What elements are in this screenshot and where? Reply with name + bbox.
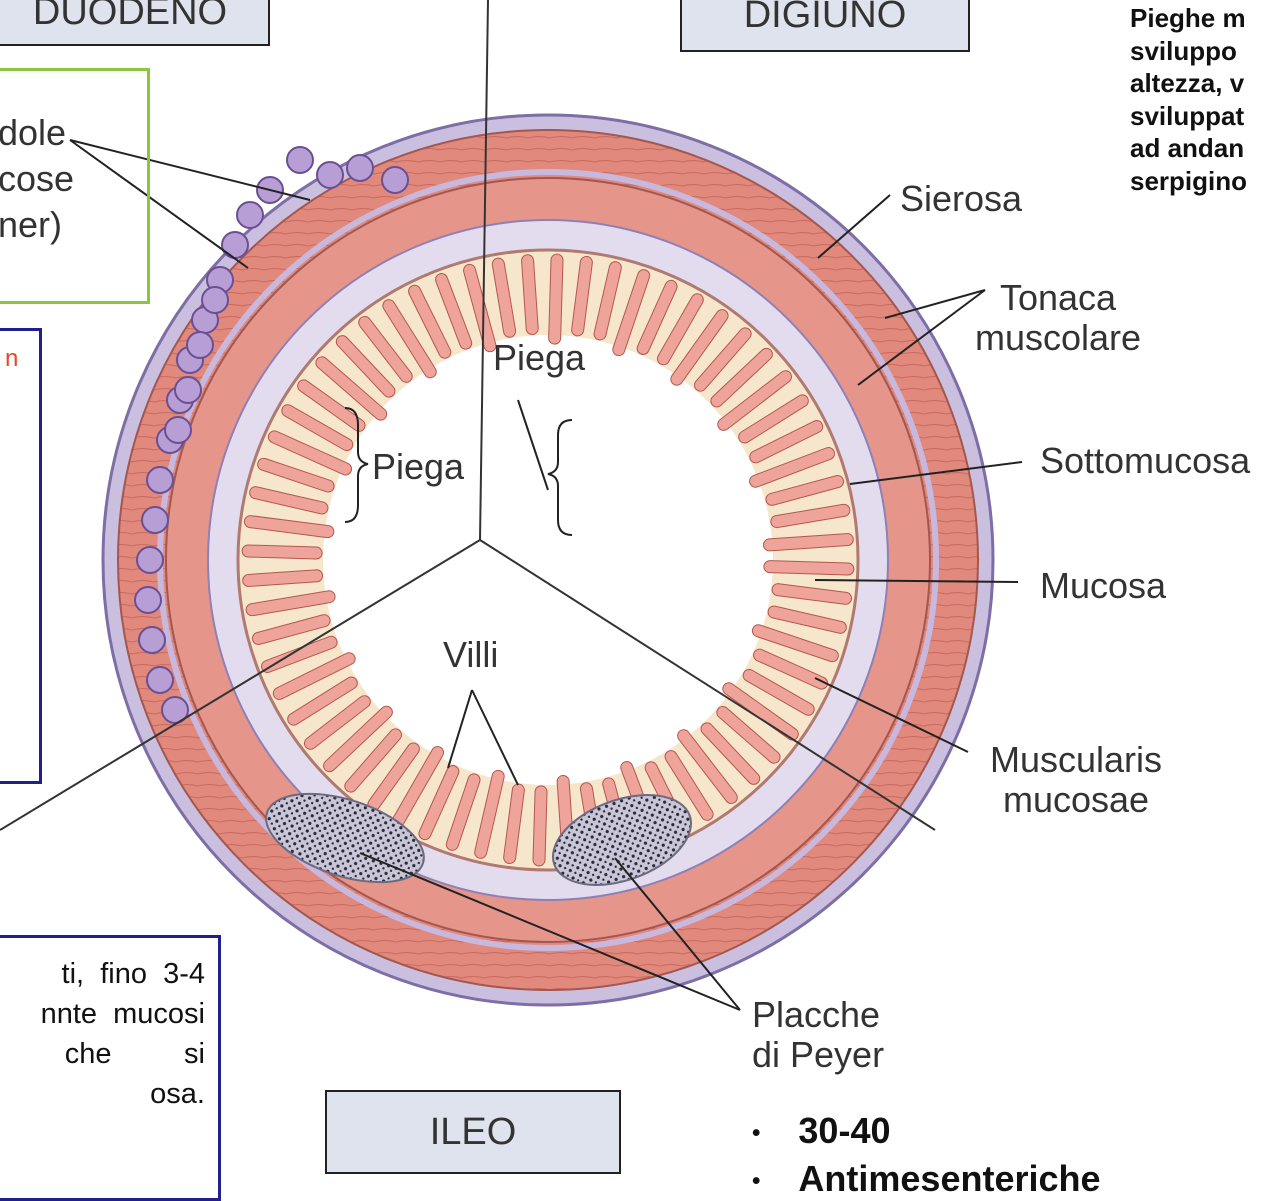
gland-acinus	[202, 287, 228, 313]
label-piega-left: Piega	[372, 446, 464, 488]
label-ghiandole-line1: dole	[0, 110, 74, 156]
top-note-line: altezza, v	[1130, 67, 1247, 100]
label-tonaca-line2: muscolare	[975, 318, 1141, 358]
segment-digiuno-box: DIGIUNO	[680, 0, 970, 52]
label-muscularis-line1: Muscularis	[990, 740, 1162, 780]
left-text-fragment: n	[5, 345, 18, 373]
bullet-1-text: 30-40	[798, 1110, 890, 1151]
left-text-box: n	[0, 328, 42, 784]
villus	[528, 261, 533, 329]
gland-acinus	[287, 147, 313, 173]
label-sottomucosa: Sottomucosa	[1040, 440, 1250, 482]
gland-acinus	[135, 587, 161, 613]
gland-acinus	[147, 667, 173, 693]
segment-duodeno-label: DUODENO	[33, 0, 227, 34]
label-piega-right: Piega	[493, 337, 585, 379]
top-note-line: ad andan	[1130, 132, 1247, 165]
gland-acinus	[382, 167, 408, 193]
villus	[770, 567, 848, 569]
bullet-1: • 30-40	[752, 1110, 890, 1152]
label-placche-line2: di Peyer	[752, 1035, 884, 1075]
label-placche: Placche di Peyer	[752, 995, 884, 1075]
gland-acinus	[237, 202, 263, 228]
top-note-line: sviluppo	[1130, 35, 1247, 68]
gland-acinus	[139, 627, 165, 653]
top-note-line: Pieghe m	[1130, 2, 1247, 35]
gland-acinus	[175, 377, 201, 403]
label-ghiandole: dole cose ner)	[0, 110, 74, 248]
label-sierosa: Sierosa	[900, 178, 1022, 220]
gland-acinus	[147, 467, 173, 493]
villus	[555, 260, 557, 338]
villus	[539, 792, 541, 860]
gland-acinus	[142, 507, 168, 533]
gland-acinus	[317, 162, 343, 188]
villus	[248, 551, 316, 553]
label-ghiandole-line2: cose	[0, 156, 74, 202]
segment-ileo-box: ILEO	[325, 1090, 621, 1174]
bottom-text-lines: ti, fino 3-4nnte mucosiche siosa.	[0, 954, 205, 1114]
gland-acinus	[137, 547, 163, 573]
top-note-line: sviluppat	[1130, 100, 1247, 133]
gland-acinus	[222, 232, 248, 258]
villus	[249, 576, 317, 581]
segment-digiuno-label: DIGIUNO	[744, 0, 907, 37]
label-muscularis: Muscularis mucosae	[990, 740, 1162, 820]
bullet-1-dot: •	[752, 1119, 760, 1146]
segment-ileo-label: ILEO	[430, 1111, 517, 1154]
label-muscularis-line2: mucosae	[990, 780, 1162, 820]
gland-acinus	[347, 155, 373, 181]
villus	[769, 540, 847, 545]
bullet-2: •Antimesenteriche	[752, 1158, 1101, 1200]
bullet-2-dot: •	[752, 1167, 760, 1194]
lumen	[323, 335, 773, 785]
label-villi: Villi	[443, 634, 498, 676]
top-note-line: serpigino	[1130, 165, 1247, 198]
gland-acinus	[165, 417, 191, 443]
label-placche-line1: Placche	[752, 995, 884, 1035]
label-tonaca-line1: Tonaca	[975, 278, 1141, 318]
label-ghiandole-line3: ner)	[0, 202, 74, 248]
segment-duodeno-box: DUODENO	[0, 0, 270, 46]
bottom-text-line: osa.	[0, 1074, 205, 1114]
bottom-text-line: che si	[0, 1034, 205, 1074]
gland-acinus	[187, 332, 213, 358]
label-tonaca: Tonaca muscolare	[975, 278, 1141, 358]
label-mucosa: Mucosa	[1040, 565, 1166, 607]
bottom-text-line: ti, fino 3-4	[0, 954, 205, 994]
bottom-text-line: nnte mucosi	[0, 994, 205, 1034]
